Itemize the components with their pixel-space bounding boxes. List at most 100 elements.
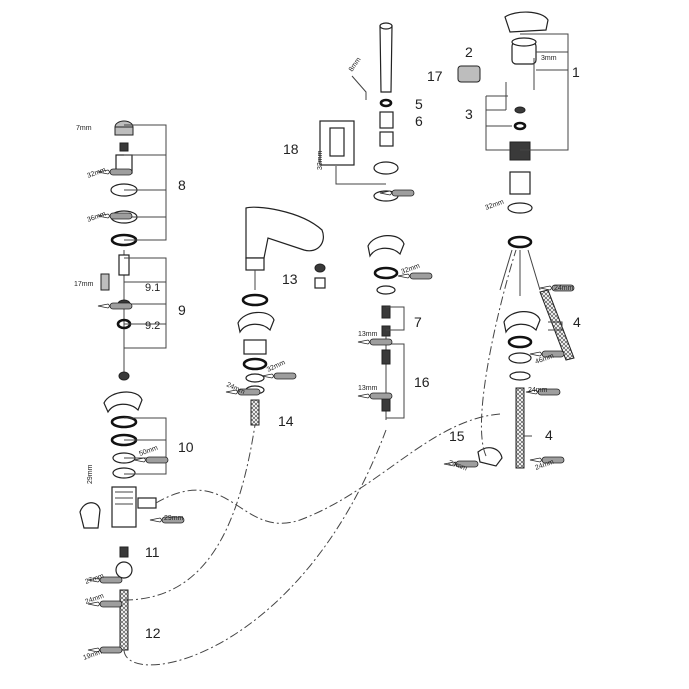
check-valve-2 [381, 349, 391, 365]
size-label: 29mm [87, 464, 94, 484]
bracket-7 [386, 306, 405, 331]
size-label: 32mm [484, 199, 505, 212]
size-label: 13mm [358, 331, 378, 338]
cap-part-17 [457, 65, 481, 83]
size-label: 24mm [528, 387, 548, 394]
washer-part-6 [376, 285, 396, 295]
callout-label: 1 [572, 64, 580, 80]
valve-part [381, 305, 391, 319]
gasket-part-4 [503, 311, 541, 334]
elbow-part-2 [477, 447, 503, 467]
bracket-9 [124, 257, 167, 349]
left-valve-assembly [79, 120, 167, 651]
handshower-assembly [319, 22, 405, 420]
hex-key-2 [351, 75, 367, 100]
callout-label: 6 [415, 113, 423, 129]
elbow-part [79, 502, 101, 529]
aerator-part [314, 263, 326, 273]
leader-18 [335, 166, 386, 185]
aerator-housing [314, 277, 326, 289]
thread-lines [115, 491, 133, 505]
callout-label: 17 [427, 68, 443, 84]
size-label: 36mm [86, 211, 107, 224]
wrench-icon [357, 392, 393, 400]
cover-top [511, 37, 537, 47]
callout-label: 3 [465, 106, 473, 122]
callout-label: 13 [282, 271, 298, 287]
o-ring-7 [373, 266, 399, 280]
side-outlet [137, 497, 157, 509]
flex-hose-4 [539, 289, 575, 361]
size-label: 19mm [82, 649, 103, 662]
bracket-1 [520, 33, 569, 151]
o-ring-8 [513, 121, 527, 131]
flex-hose-2 [250, 399, 260, 426]
callout-label: 8 [178, 177, 186, 193]
flex-hose [119, 589, 129, 651]
size-label: 29mm [164, 515, 184, 522]
size-label: 27mm [84, 573, 105, 586]
mixer-assembly [457, 11, 575, 469]
handshower-head [379, 22, 393, 30]
wrench-icons [87, 168, 575, 654]
size-label: 3mm [541, 55, 557, 62]
sleeve-part [379, 131, 394, 147]
callout-label: 16 [414, 374, 430, 390]
handshower-part [379, 25, 393, 93]
gasket-part-3 [367, 235, 405, 258]
dash-line-1 [123, 429, 387, 666]
o-ring-10 [507, 335, 533, 349]
lever-handle [504, 11, 549, 33]
valve-part-2 [381, 325, 391, 337]
screw-part [119, 142, 129, 152]
adapter-part [379, 111, 394, 129]
check-valve [119, 546, 129, 558]
size-label: 8mm [348, 56, 363, 73]
bracket-8 [124, 124, 167, 241]
callout-label: 11 [145, 544, 160, 560]
bracket-4 [548, 321, 563, 331]
seal-part-2 [514, 106, 526, 114]
size-label: 7mm [76, 125, 92, 132]
hex-key [100, 273, 110, 291]
spout-part [245, 206, 324, 259]
nut-part-3 [115, 561, 133, 579]
nut-part-7 [507, 202, 533, 214]
callout-label: 18 [283, 141, 299, 157]
callout-label: 9 [178, 302, 186, 318]
size-label: 13mm [358, 385, 378, 392]
callout-label: 7 [414, 314, 422, 330]
cartridge-part [509, 141, 531, 161]
o-ring-6 [379, 98, 393, 108]
detail-18-part [329, 127, 345, 157]
size-label: 50mm [138, 445, 159, 458]
dash-line-2 [155, 413, 501, 524]
callout-label: 14 [278, 413, 294, 429]
wrench-icon [357, 338, 393, 346]
valve-cartridge [118, 254, 130, 276]
valve-body [111, 486, 137, 528]
o-ring-5 [242, 357, 268, 371]
callout-label: 2 [465, 44, 473, 60]
dash-line-4 [480, 249, 517, 457]
bracket-3 [485, 95, 512, 151]
callout-labels: 1 2 17 3 5 6 18 8 9 9.1 9.2 13 7 16 4 14… [145, 44, 581, 641]
o-ring-4 [241, 293, 269, 307]
washer-part-7 [508, 352, 532, 364]
gasket-part [103, 391, 143, 414]
washer-part-8 [509, 371, 531, 381]
callout-label: 5 [415, 96, 423, 112]
callout-label: 4 [545, 427, 553, 443]
flex-hose-3 [515, 387, 525, 469]
size-label: 32mm [266, 359, 287, 374]
wrench-icon [261, 372, 297, 380]
cap-body [114, 126, 134, 136]
callout-label: 15 [449, 428, 465, 444]
o-ring-9 [507, 235, 533, 249]
spindle-tip [118, 371, 130, 381]
size-label: 24mm [554, 285, 574, 292]
size-label: 32mm [86, 167, 107, 180]
size-label: 32mm [317, 150, 324, 170]
supply-tubes [499, 249, 541, 296]
